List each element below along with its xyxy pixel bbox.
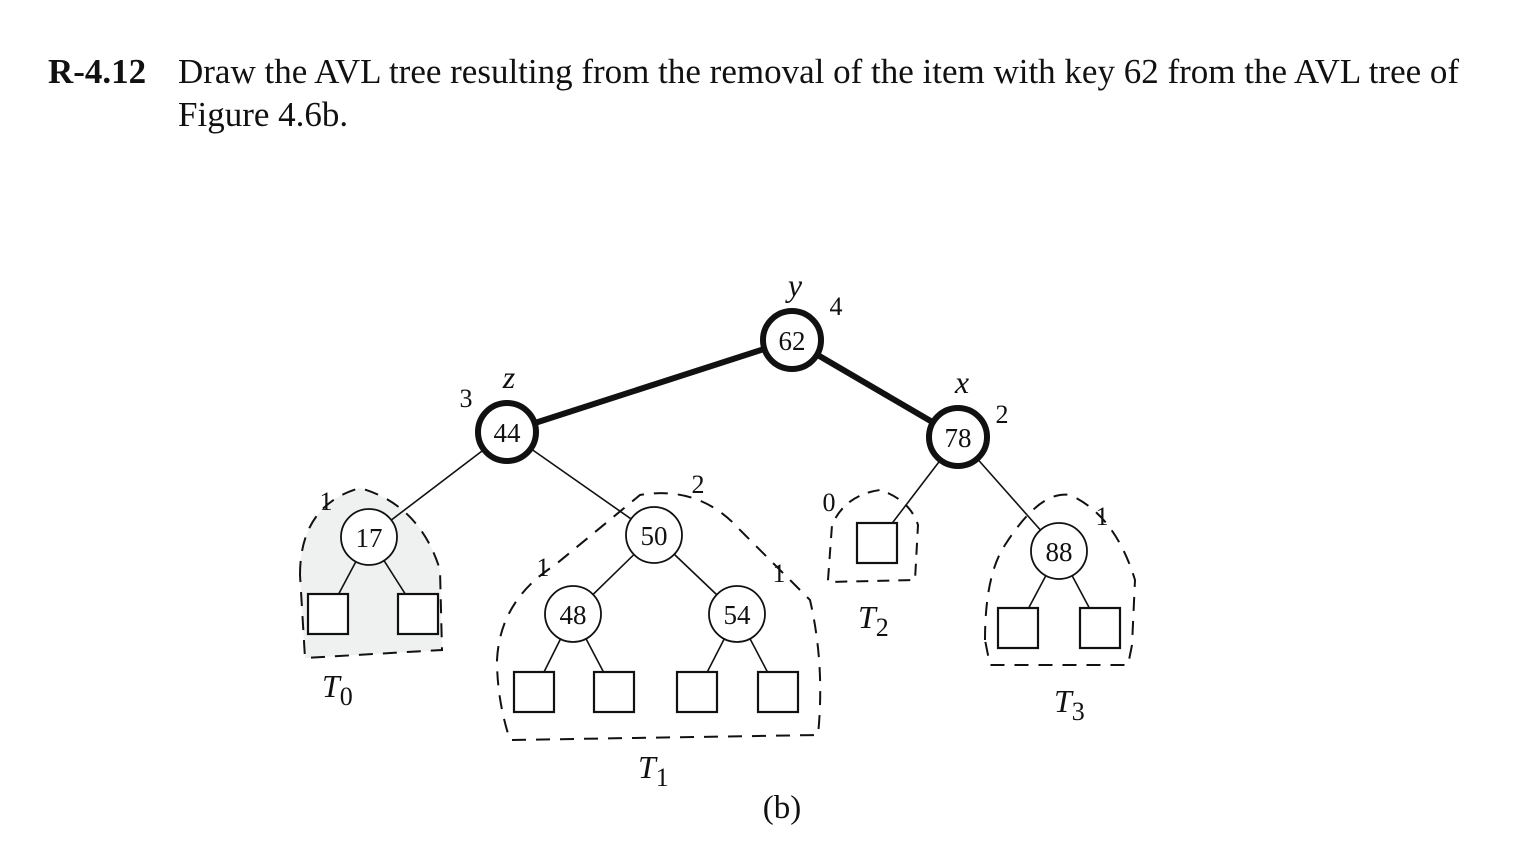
node-50: 50	[625, 506, 683, 564]
node-44-key: 44	[494, 418, 522, 448]
subtree-t2-region	[827, 488, 920, 584]
var-y-label: y	[785, 267, 803, 303]
subtree-t0-label: T0	[322, 668, 353, 711]
problem-id: R-4.12	[48, 52, 147, 91]
external-node	[592, 670, 636, 714]
height-17-label: 1	[320, 487, 333, 516]
height-54-label: 1	[773, 559, 786, 588]
node-44: 44	[475, 400, 539, 464]
node-17-key: 17	[356, 523, 383, 553]
height-48-label: 1	[537, 553, 550, 582]
external-node	[396, 592, 440, 636]
var-x-label: x	[954, 364, 969, 400]
var-z-label: z	[502, 359, 516, 395]
external-nodes	[306, 521, 1122, 714]
node-88-key: 88	[1046, 537, 1073, 567]
node-78: 78	[926, 405, 990, 469]
node-62: 62	[760, 308, 824, 372]
external-node	[1078, 606, 1122, 650]
node-54-key: 54	[724, 600, 752, 630]
node-78-key: 78	[945, 423, 972, 453]
external-node	[512, 670, 556, 714]
external-node	[306, 592, 350, 636]
subtree-t1-region	[495, 492, 822, 742]
edge-62-44	[506, 337, 793, 435]
node-54: 54	[708, 585, 766, 643]
node-48: 48	[544, 585, 602, 643]
external-node	[675, 670, 719, 714]
subtree-t2-label: T2	[858, 599, 889, 642]
height-88-label: 1	[1096, 502, 1109, 531]
external-node	[996, 606, 1040, 650]
problem-text: Draw the AVL tree resulting from the rem…	[178, 52, 1460, 134]
external-node	[855, 521, 899, 565]
height-62-label: 4	[830, 292, 843, 321]
node-48-key: 48	[560, 600, 587, 630]
external-node	[756, 670, 800, 714]
height-78-label: 2	[996, 400, 1009, 429]
edge-62-78	[790, 337, 960, 440]
figure-caption: (b)	[763, 790, 801, 826]
subtree-t1-label: T1	[638, 749, 669, 792]
height-44-label: 3	[460, 384, 473, 413]
node-88: 88	[1030, 522, 1088, 580]
height-50-label: 2	[692, 470, 705, 499]
height-t2-label: 0	[823, 488, 836, 517]
node-50-key: 50	[641, 521, 668, 551]
node-62-key: 62	[779, 326, 806, 356]
node-17: 17	[340, 508, 398, 566]
subtree-t3-region	[983, 493, 1137, 666]
subtree-t3-label: T3	[1054, 683, 1085, 726]
